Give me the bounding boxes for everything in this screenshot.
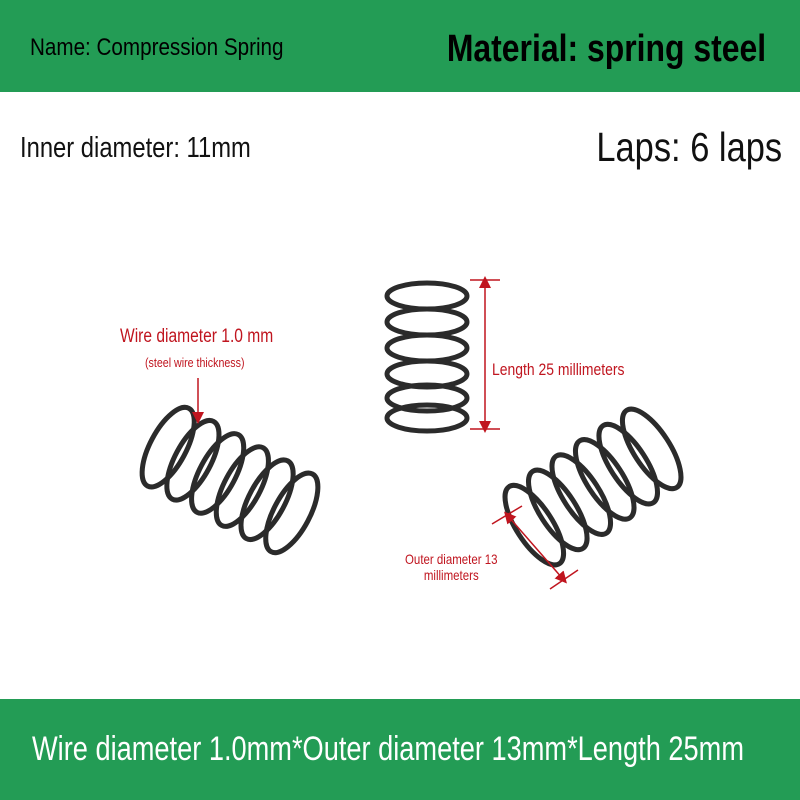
outer-diameter-dimension [491, 505, 579, 590]
product-name: Name: Compression Spring [30, 34, 284, 61]
spec-summary: Wire diameter 1.0mm*Outer diameter 13mm*… [32, 730, 744, 768]
length-dimension [470, 276, 500, 433]
center-spring [384, 280, 470, 434]
outer-diameter-line1: Outer diameter 13 [405, 551, 498, 567]
inner-diameter-label: Inner diameter: 11mm [20, 132, 251, 164]
wire-diameter-label: Wire diameter 1.0 mm [120, 326, 274, 347]
outer-diameter-label: Outer diameter 13 millimeters [405, 551, 498, 583]
footer-band [0, 699, 800, 800]
outer-diameter-line2: millimeters [423, 567, 479, 583]
length-label: Length 25 millimeters [492, 360, 625, 379]
laps-label: Laps: 6 laps [596, 124, 782, 170]
left-spring [139, 404, 321, 556]
right-spring [502, 406, 684, 568]
header-band [0, 0, 800, 92]
wire-thickness-note: (steel wire thickness) [145, 355, 245, 370]
material-label: Material: spring steel [446, 28, 766, 70]
